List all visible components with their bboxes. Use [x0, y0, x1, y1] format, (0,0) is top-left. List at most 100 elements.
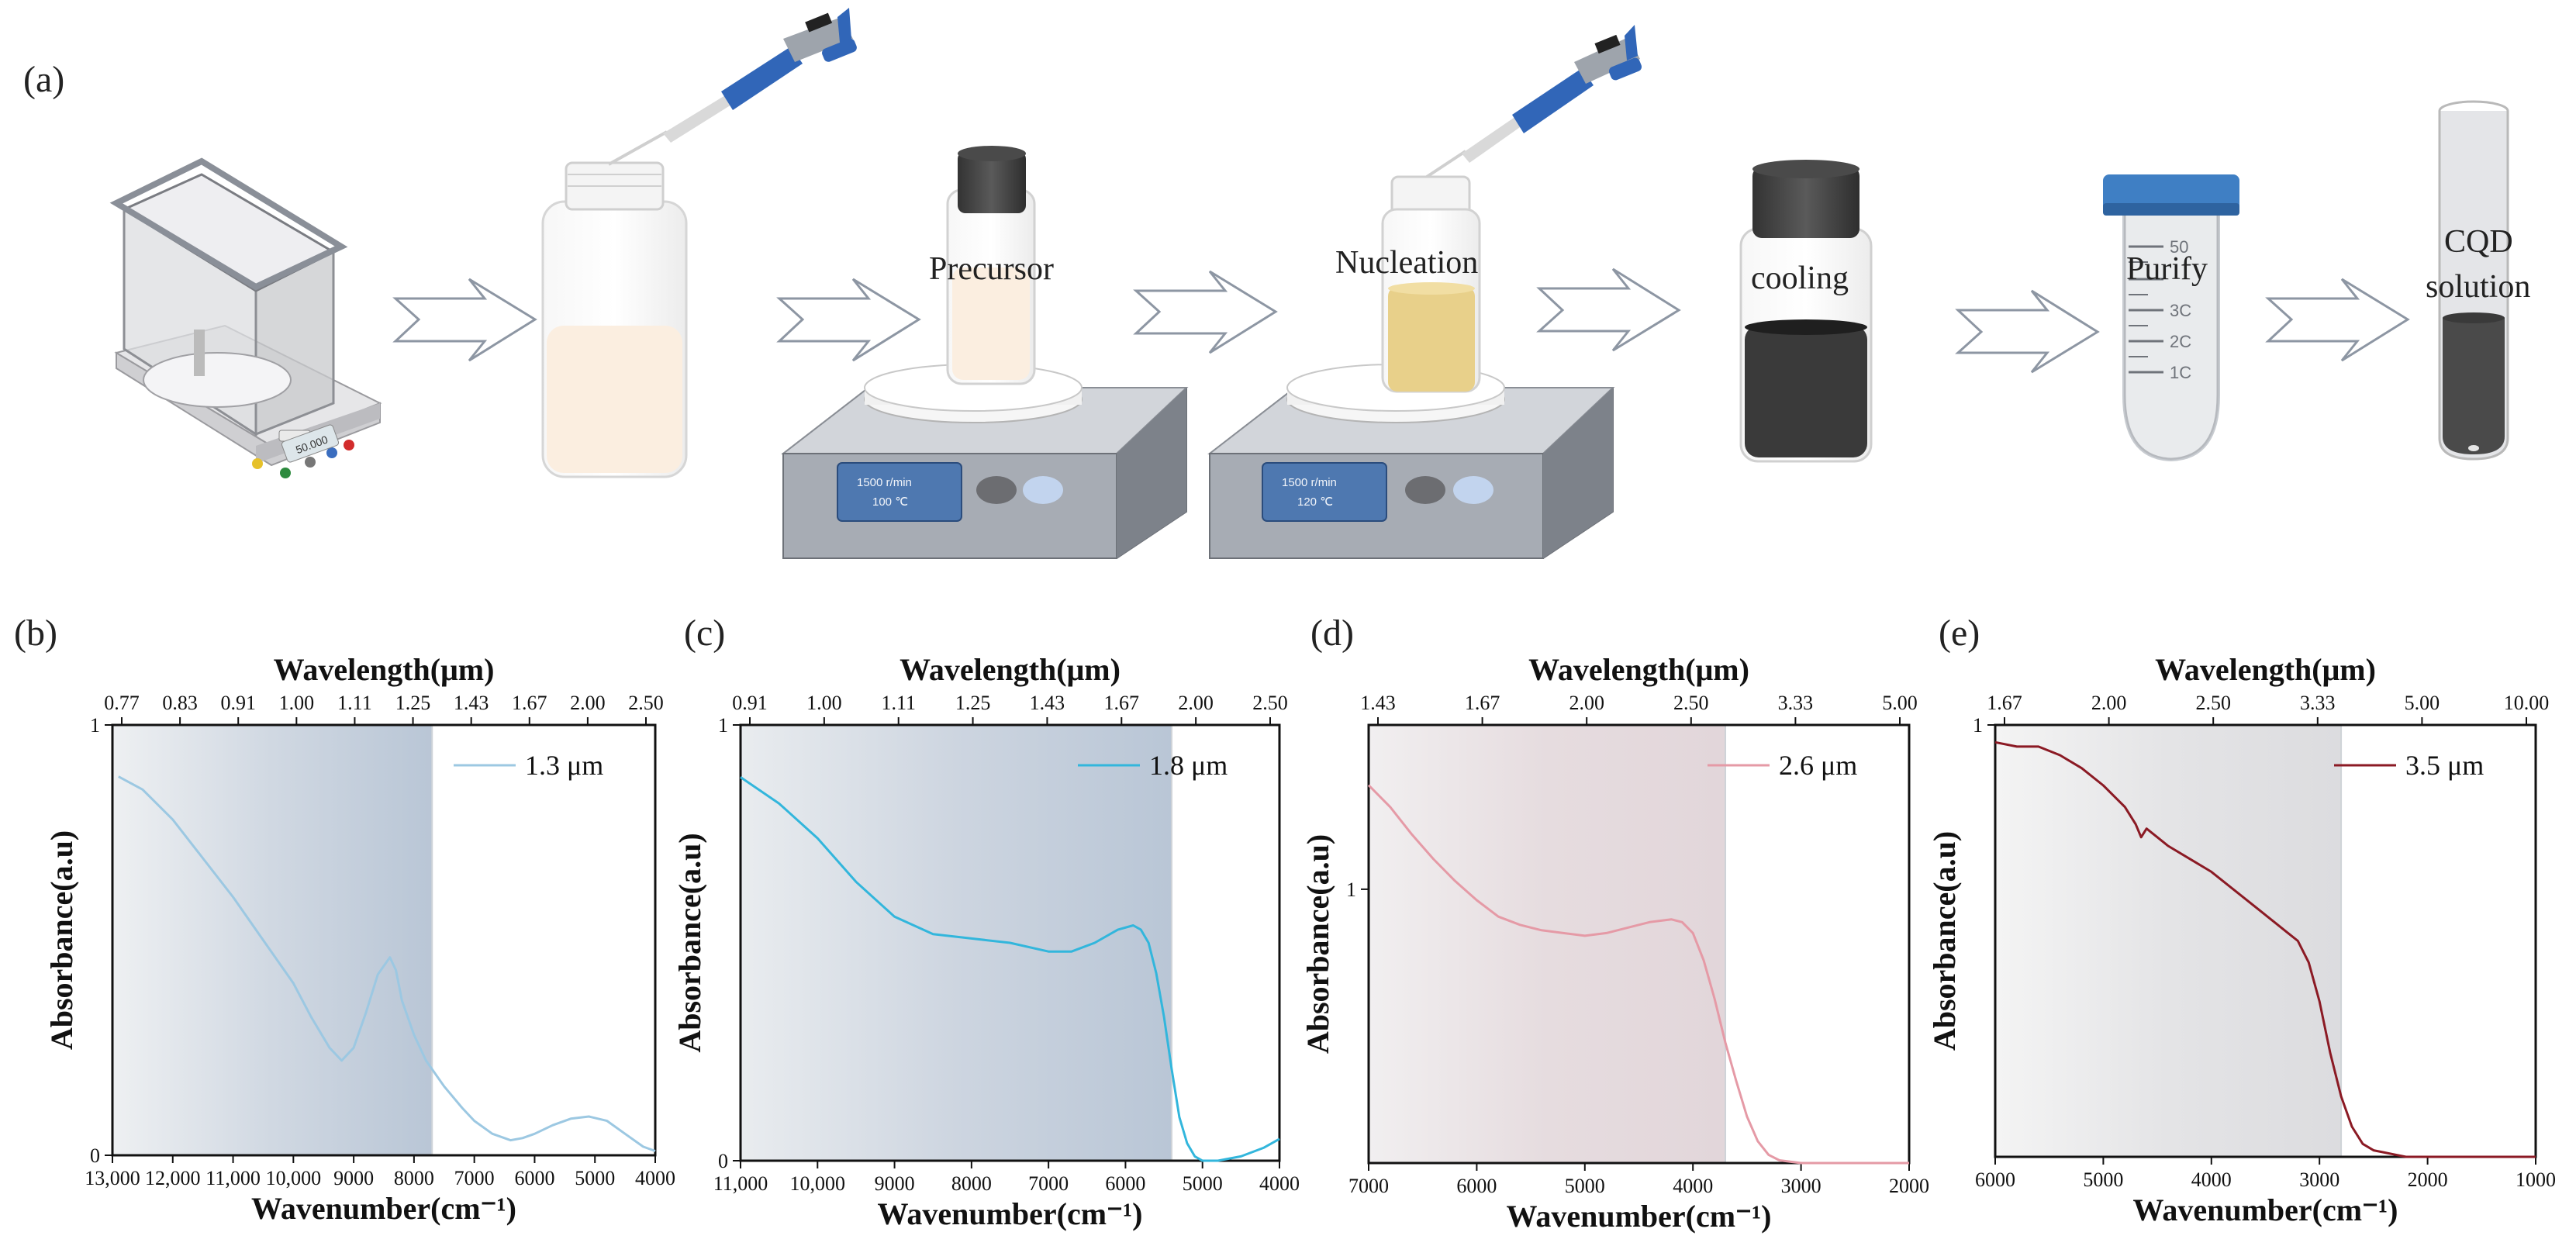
x-tick-label: 2000 [2408, 1168, 2448, 1191]
shaded-region [741, 725, 1172, 1161]
top-tick-label: 2.50 [1673, 692, 1709, 714]
x-axis-title: Wavenumber(cm⁻¹) [251, 1191, 516, 1226]
x-axis-title: Wavenumber(cm⁻¹) [1507, 1199, 1772, 1234]
precursor-vial-icon [946, 146, 1036, 385]
shaded-region [112, 725, 433, 1155]
arrow-right-icon [776, 278, 921, 362]
hotplate-icon: 1500 r/min 100 ℃ [781, 364, 1189, 559]
hotplate-1-speed: 1500 r/min [857, 476, 912, 489]
x-axis-title: Wavenumber(cm⁻¹) [2133, 1193, 2398, 1227]
x-tick-label: 8000 [394, 1167, 434, 1189]
top-tick-label: 0.91 [732, 692, 768, 714]
x-tick-label: 8000 [951, 1172, 992, 1195]
x-tick-label: 7000 [1348, 1175, 1389, 1197]
legend-label: 3.5 μm [2405, 750, 2484, 781]
y-tick-label: 1 [1346, 878, 1356, 901]
top-axis-title: Wavelength(μm) [274, 652, 495, 687]
top-tick-label: 5.00 [1882, 692, 1918, 714]
panel-label: (c) [684, 613, 725, 654]
top-tick-label: 1.00 [279, 692, 315, 714]
plot-frame [1367, 723, 1911, 1165]
top-tick-label: 1.43 [1360, 692, 1396, 714]
x-tick-label: 11,000 [713, 1172, 768, 1195]
y-tick-label: 0 [718, 1150, 728, 1172]
x-tick-label: 3000 [2299, 1168, 2339, 1191]
y-axis-title: Absorbance(a.u) [1300, 834, 1335, 1054]
top-tick-label: 2.00 [1178, 692, 1214, 714]
series-line [1367, 784, 1909, 1165]
x-tick-label: 9000 [875, 1172, 915, 1195]
series-line [740, 776, 1280, 1162]
top-tick-label: 1.43 [454, 692, 489, 714]
step-cqd-label-line2: solution [2426, 269, 2530, 305]
x-tick-label: 5000 [575, 1167, 615, 1189]
x-axis-title: Wavenumber(cm⁻¹) [878, 1196, 1143, 1231]
pipette-icon [1425, 25, 1642, 178]
x-tick-label: 6000 [1975, 1168, 2015, 1191]
x-tick-label: 2000 [1889, 1175, 1929, 1197]
x-tick-label: 3000 [1781, 1175, 1822, 1197]
x-tick-label: 5000 [2083, 1168, 2123, 1191]
x-tick-label: 10,000 [790, 1172, 846, 1195]
test-tube-icon [2438, 100, 2509, 461]
panel-label: (e) [1939, 613, 1980, 654]
plot-frame [111, 723, 657, 1157]
top-tick-label: 2.00 [2091, 692, 2127, 714]
y-axis-title: Absorbance(a.u) [44, 830, 79, 1050]
hotplate-2-speed: 1500 r/min [1282, 476, 1337, 489]
x-tick-label: 6000 [514, 1167, 554, 1189]
x-tick-label: 5000 [1565, 1175, 1605, 1197]
tube-mark-20: 2C [2170, 332, 2191, 351]
x-tick-label: 12,000 [145, 1167, 201, 1189]
top-tick-label: 1.67 [1104, 692, 1140, 714]
top-tick-label: 1.67 [1465, 692, 1500, 714]
top-axis-title: Wavelength(μm) [2155, 652, 2376, 687]
series-line [118, 775, 656, 1152]
legend-label: 1.3 μm [525, 750, 603, 781]
bottle-icon [541, 161, 688, 478]
pipette-icon [608, 8, 857, 166]
top-tick-label: 2.00 [570, 692, 606, 714]
y-tick-label: 1 [1973, 714, 1983, 737]
tube-mark-10: 1C [2170, 363, 2191, 382]
x-tick-label: 4000 [1259, 1172, 1300, 1195]
panel-a-label: (a) [23, 59, 64, 100]
plot-frame [739, 723, 1281, 1162]
top-tick-label: 0.77 [104, 692, 140, 714]
y-tick-label: 1 [718, 714, 728, 737]
tube-mark-50: 50 [2170, 237, 2188, 257]
hotplate-icon: 1500 r/min 120 ℃ [1207, 364, 1615, 559]
legend-label: 1.8 μm [1149, 750, 1228, 781]
top-tick-label: 1.11 [881, 692, 916, 714]
y-axis-title: Absorbance(a.u) [672, 833, 707, 1052]
step-precursor-label: Precursor [929, 251, 1054, 287]
top-tick-label: 3.33 [1778, 692, 1814, 714]
x-tick-label: 4000 [635, 1167, 675, 1189]
x-tick-label: 11,000 [205, 1167, 261, 1189]
y-tick-label: 0 [90, 1144, 100, 1167]
top-tick-label: 2.50 [628, 692, 664, 714]
top-tick-label: 1.25 [395, 692, 431, 714]
arrow-right-icon [392, 278, 537, 362]
x-tick-label: 4000 [2191, 1168, 2232, 1191]
shaded-region [1369, 725, 1726, 1163]
nucleation-vial-icon [1381, 175, 1481, 393]
top-tick-label: 0.91 [220, 692, 256, 714]
step-purify-label: Purify [2126, 251, 2208, 287]
top-tick-label: 1.25 [955, 692, 991, 714]
top-tick-label: 1.43 [1030, 692, 1065, 714]
step-cooling-label: cooling [1751, 261, 1849, 296]
panel-label: (d) [1310, 613, 1354, 654]
arrow-right-icon [1133, 270, 1278, 354]
arrow-right-icon [1536, 267, 1681, 352]
arrow-right-icon [1955, 289, 2100, 374]
x-tick-label: 5000 [1183, 1172, 1223, 1195]
tube-mark-30: 3C [2170, 301, 2191, 320]
x-tick-label: 13,000 [85, 1167, 140, 1189]
